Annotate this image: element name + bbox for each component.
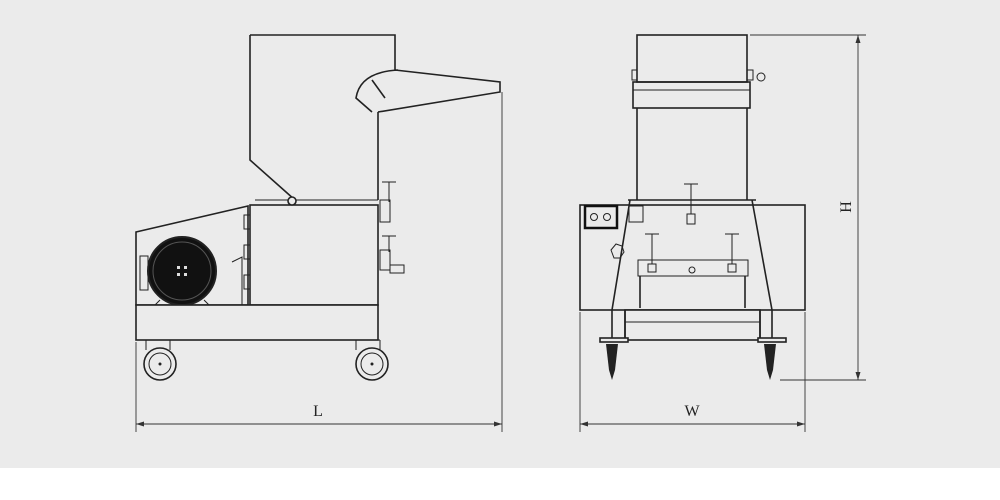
- chute-guard: [355, 69, 399, 113]
- motor-fan-icon: [147, 236, 217, 306]
- front-base: [624, 309, 761, 341]
- housing-latches: [231, 214, 251, 305]
- caster-front-left: [599, 337, 629, 380]
- hopper-top: [636, 34, 748, 83]
- top-clamp: [684, 183, 698, 225]
- drawing-canvas: L W H: [0, 0, 1000, 468]
- motor-center: [177, 266, 187, 276]
- width-dimension: [579, 312, 806, 432]
- front-view: [579, 34, 866, 432]
- screen-bolt: [688, 266, 696, 274]
- hopper-outline: [249, 34, 396, 201]
- technical-drawing: L W H: [135, 34, 866, 432]
- length-label: L: [313, 403, 323, 420]
- height-label: H: [838, 201, 855, 213]
- caster-wheel-left: [143, 339, 177, 381]
- side-latch: [628, 205, 644, 223]
- motor-fan-ring: [152, 241, 212, 301]
- cutting-chamber: [249, 204, 379, 306]
- hopper-knob: [756, 72, 766, 82]
- motor-endcap: [139, 255, 149, 291]
- start-button: [590, 213, 598, 221]
- feed-chute: [377, 69, 501, 113]
- footer-strip: [0, 468, 1000, 500]
- discharge-frame: [639, 276, 746, 308]
- caster-wheel-right: [352, 339, 389, 381]
- machine-base: [135, 304, 379, 341]
- stop-button: [603, 213, 611, 221]
- body-frame: [611, 199, 773, 311]
- control-panel: [583, 204, 619, 230]
- side-view: [135, 34, 503, 432]
- legs: [611, 310, 773, 338]
- caster-front-right: [757, 337, 787, 380]
- screen-frame: [637, 259, 749, 277]
- side-clamps: [379, 181, 405, 274]
- width-label: W: [684, 403, 700, 420]
- front-clamps: [645, 233, 739, 273]
- height-dimension: [750, 34, 866, 381]
- length-dimension: [135, 92, 503, 432]
- handwheel-icon: [610, 243, 625, 259]
- lid-hinge: [287, 196, 297, 206]
- hopper-stop-left: [631, 69, 638, 81]
- hopper-column: [636, 108, 748, 200]
- hopper-stop-right: [746, 69, 754, 81]
- hopper-band: [632, 81, 751, 109]
